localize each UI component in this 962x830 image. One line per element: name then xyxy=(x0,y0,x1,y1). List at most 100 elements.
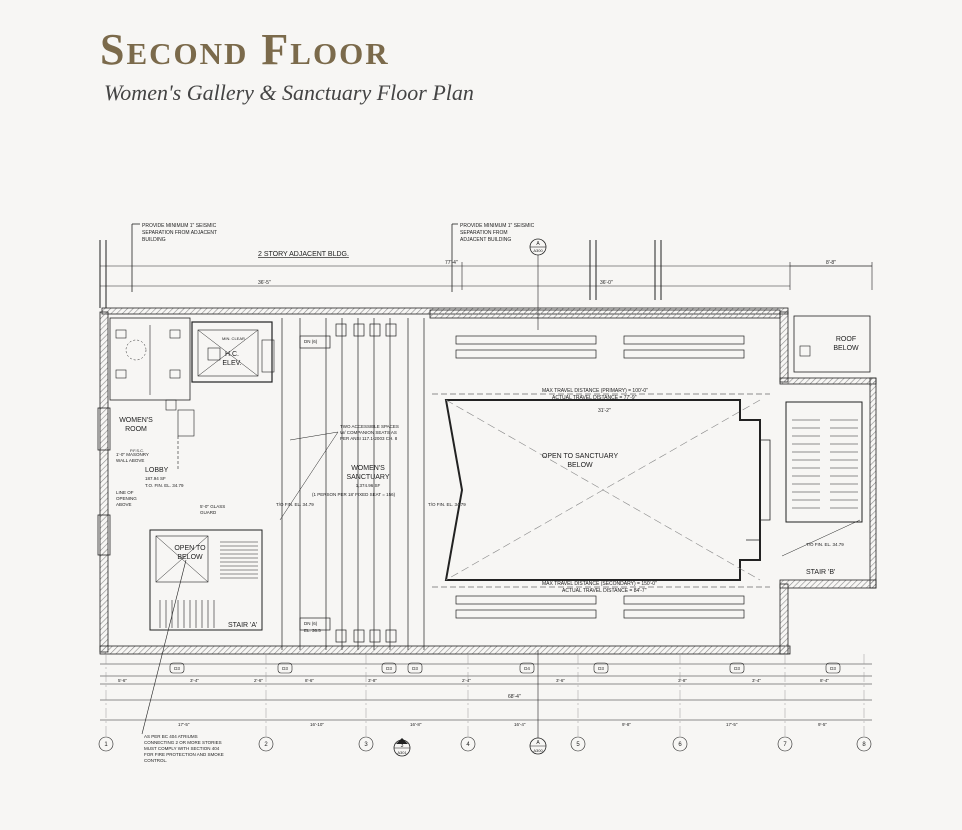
womens-sanctuary: WOMEN'S SANCTUARY 1,374.96 SF (1 PERSON … xyxy=(276,465,466,507)
adjacent-bldg-label: 2 STORY ADJACENT BLDG. xyxy=(258,251,349,258)
sanctuary-bars xyxy=(455,335,745,619)
svg-text:3'-4": 3'-4" xyxy=(190,678,199,683)
svg-text:5'-0" GLASS: 5'-0" GLASS xyxy=(200,504,225,509)
page-title: Second Floor xyxy=(100,25,390,74)
svg-text:36'-5": 36'-5" xyxy=(258,280,271,286)
svg-text:ADJACENT BUILDING: ADJACENT BUILDING xyxy=(460,237,511,243)
exterior-walls xyxy=(97,307,877,655)
grid-bubbles xyxy=(98,736,872,752)
svg-text:A: A xyxy=(536,740,540,746)
svg-text:STAIR 'A': STAIR 'A' xyxy=(228,622,257,629)
window-markers: D3 D3 D3 D3 D4 D3 D3 D3 xyxy=(100,662,872,677)
svg-text:3'-8": 3'-8" xyxy=(678,678,687,683)
svg-text:77'-4": 77'-4" xyxy=(445,260,458,266)
svg-text:1'-0" MASONRY: 1'-0" MASONRY xyxy=(116,452,149,457)
page-subtitle: Women's Gallery & Sanctuary Floor Plan xyxy=(104,80,474,105)
svg-text:(1 PERSON PER 18' FIXED SEAT =: (1 PERSON PER 18' FIXED SEAT = 156) xyxy=(312,492,396,497)
svg-text:AS PER BC 404 ATRIUMS: AS PER BC 404 ATRIUMS xyxy=(144,734,198,739)
section-marker-bottom-mid: A A300 xyxy=(529,650,547,755)
svg-text:ROOM: ROOM xyxy=(125,426,147,433)
svg-text:BELOW: BELOW xyxy=(567,462,593,469)
lobby: LOBBY 187.94 SF T.O. FIN. EL. 34.79 LINE… xyxy=(116,436,225,515)
svg-text:31'-2": 31'-2" xyxy=(598,408,611,414)
svg-text:D3: D3 xyxy=(598,666,604,671)
svg-text:17'-5": 17'-5" xyxy=(178,722,190,727)
svg-text:P.F.S.C.: P.F.S.C. xyxy=(130,448,144,453)
svg-text:PROVIDE MINIMUM 1" SEISMIC: PROVIDE MINIMUM 1" SEISMIC xyxy=(460,223,535,229)
svg-text:68'-4": 68'-4" xyxy=(508,694,521,700)
svg-text:CONNECTING 2 OR MORE STORIES: CONNECTING 2 OR MORE STORIES xyxy=(144,740,222,745)
svg-text:T/O FIN. EL. 34.79: T/O FIN. EL. 34.79 xyxy=(806,542,844,547)
svg-text:FOR FIRE PROTECTION AND SMOKE: FOR FIRE PROTECTION AND SMOKE xyxy=(144,752,224,757)
svg-text:T/O FIN. EL. 34.79: T/O FIN. EL. 34.79 xyxy=(276,502,314,507)
svg-text:16'-10": 16'-10" xyxy=(310,722,324,727)
gallery-seating xyxy=(281,318,425,650)
svg-text:MIN. CLEAR: MIN. CLEAR xyxy=(222,336,245,341)
svg-text:ACTUAL TRAVEL DISTANCE = 77'-9: ACTUAL TRAVEL DISTANCE = 77'-9" xyxy=(552,395,637,401)
svg-text:16'-4": 16'-4" xyxy=(514,722,526,727)
svg-text:SEPARATION FROM ADJACENT: SEPARATION FROM ADJACENT xyxy=(142,230,217,236)
accessible-note: TWO ACCESSIBLE SPACES W/ COMPANION SEATS… xyxy=(279,424,399,521)
svg-text:D4: D4 xyxy=(524,666,530,671)
svg-text:SEPARATION FROM: SEPARATION FROM xyxy=(460,230,508,236)
svg-text:DN (6): DN (6) xyxy=(304,339,318,344)
svg-text:3'-4": 3'-4" xyxy=(752,678,761,683)
svg-text:BELOW: BELOW xyxy=(833,345,859,352)
seismic-note-right: PROVIDE MINIMUM 1" SEISMIC SEPARATION FR… xyxy=(451,223,535,292)
grid-bubble-5: 5 xyxy=(576,742,580,748)
svg-text:LINE OF: LINE OF xyxy=(116,490,134,495)
svg-text:T/O FIN. EL. 34.79: T/O FIN. EL. 34.79 xyxy=(428,502,466,507)
svg-text:MUST COMPLY WITH SECTION 404: MUST COMPLY WITH SECTION 404 xyxy=(144,746,220,751)
svg-text:A300: A300 xyxy=(533,748,543,753)
svg-text:D3: D3 xyxy=(734,666,740,671)
svg-text:ACTUAL TRAVEL DISTANCE = 84'-7: ACTUAL TRAVEL DISTANCE = 84'-7" xyxy=(562,588,647,594)
svg-text:LOBBY: LOBBY xyxy=(145,467,169,474)
svg-text:D3: D3 xyxy=(830,666,836,671)
grid-bubble-4: 4 xyxy=(466,742,470,748)
svg-text:A301: A301 xyxy=(397,750,407,755)
svg-text:3'-6": 3'-6" xyxy=(556,678,565,683)
grid-bubble-3: 3 xyxy=(364,742,368,748)
svg-text:SANCTUARY: SANCTUARY xyxy=(346,474,389,481)
svg-text:3: 3 xyxy=(401,743,404,749)
svg-text:8'-6": 8'-6" xyxy=(305,678,314,683)
bottom-dimensions xyxy=(100,683,872,721)
svg-text:3'-8": 3'-8" xyxy=(368,678,377,683)
elevator: H.C. ELEV. MIN. CLEAR xyxy=(191,321,275,383)
svg-text:1,374.96 SF: 1,374.96 SF xyxy=(356,483,381,488)
seismic-note-left: PROVIDE MINIMUM 1" SEISMIC SEPARATION FR… xyxy=(131,223,217,292)
svg-text:187.94 SF: 187.94 SF xyxy=(145,476,166,481)
svg-text:D3: D3 xyxy=(282,666,288,671)
roof-below: ROOF BELOW xyxy=(793,315,871,373)
grid-bubble-7: 7 xyxy=(783,742,787,748)
grid-bubble-6: 6 xyxy=(678,742,682,748)
svg-text:D3: D3 xyxy=(412,666,418,671)
stair-a: OPEN TO BELOW STAIR 'A' xyxy=(149,529,263,631)
svg-text:PROVIDE MINIMUM 1" SEISMIC: PROVIDE MINIMUM 1" SEISMIC xyxy=(142,223,217,229)
svg-text:5'-6": 5'-6" xyxy=(118,678,127,683)
svg-text:CONTROL.: CONTROL. xyxy=(144,758,167,763)
svg-text:OPENING: OPENING xyxy=(116,496,137,501)
atrium-note: AS PER BC 404 ATRIUMS CONNECTING 2 OR MO… xyxy=(141,559,224,763)
svg-text:D3: D3 xyxy=(174,666,180,671)
svg-text:H.C.: H.C. xyxy=(225,351,239,358)
grid-bubble-1: 1 xyxy=(104,742,108,748)
stair-b: T/O FIN. EL. 34.79 STAIR 'B' xyxy=(746,401,863,576)
svg-text:WOMEN'S: WOMEN'S xyxy=(119,417,153,424)
svg-text:T.O. FIN. EL. 34.79: T.O. FIN. EL. 34.79 xyxy=(145,483,184,488)
svg-text:TWO ACCESSIBLE SPACES: TWO ACCESSIBLE SPACES xyxy=(340,424,399,429)
svg-text:GUARD: GUARD xyxy=(200,510,217,515)
svg-text:9'-8": 9'-8" xyxy=(622,722,631,727)
svg-text:ELEV.: ELEV. xyxy=(222,360,241,367)
top-dimensions xyxy=(99,262,873,290)
svg-text:OPEN TO SANCTUARY: OPEN TO SANCTUARY xyxy=(542,453,619,460)
svg-text:9'-5": 9'-5" xyxy=(818,722,827,727)
svg-text:MAX TRAVEL DISTANCE (PRIMARY): MAX TRAVEL DISTANCE (PRIMARY) = 100'-0" xyxy=(542,388,648,394)
svg-text:17'-5": 17'-5" xyxy=(726,722,738,727)
svg-text:D3: D3 xyxy=(386,666,392,671)
svg-text:MAX TRAVEL DISTANCE (SECONDARY: MAX TRAVEL DISTANCE (SECONDARY) = 150'-0… xyxy=(542,581,657,587)
svg-text:WALL ABOVE: WALL ABOVE xyxy=(116,458,144,463)
grid-lines xyxy=(105,654,865,736)
womens-room: WOMEN'S ROOM xyxy=(109,317,195,437)
